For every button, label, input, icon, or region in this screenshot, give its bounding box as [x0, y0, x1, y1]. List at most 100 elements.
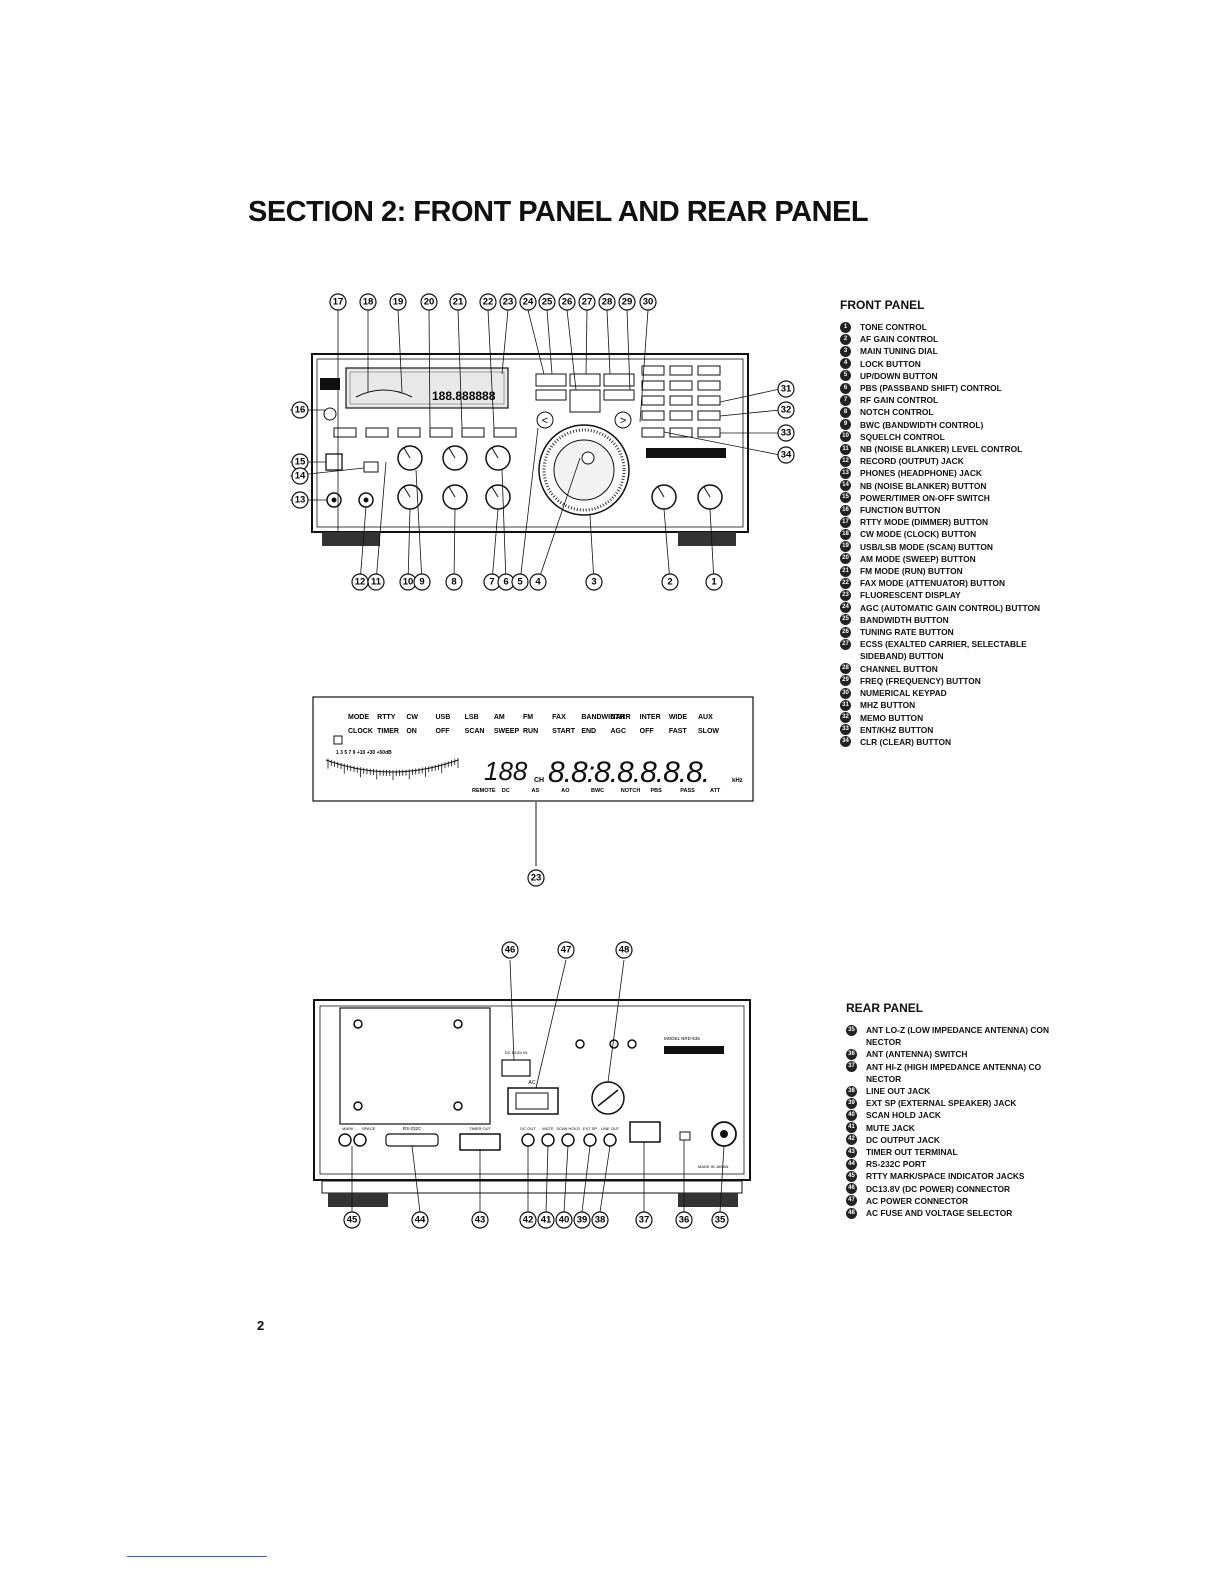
legend-label: ENT/kHz BUTTON — [860, 724, 934, 735]
callout-circle — [639, 293, 657, 311]
callout-circle — [291, 491, 309, 509]
jrc-logo — [320, 378, 340, 390]
legend-number: 33 — [840, 724, 851, 736]
legend-number: 30 — [840, 687, 851, 699]
legend-label: MEMO BUTTON — [860, 712, 924, 723]
callout-number: 31 — [781, 384, 792, 395]
display-indicator: AS — [532, 788, 540, 794]
rear-scan-label: SCAN HOLD — [556, 1126, 579, 1131]
callout-circle — [598, 293, 616, 311]
display-indicator: PBS — [651, 788, 663, 794]
freq-digits: 8.8:8.8.8.8.8. — [548, 756, 709, 789]
legend-label: RS-232C PORT — [866, 1159, 927, 1170]
display-indicator: LSB — [465, 714, 479, 721]
callout-number: 1 — [711, 577, 717, 588]
callout-circle — [519, 293, 537, 311]
legend-label: PHONES (HEADPHONE) JACK — [860, 468, 982, 479]
rear-ext-label: EXT SP — [583, 1126, 597, 1131]
callout-circle — [635, 1211, 653, 1229]
callout-number: 12 — [355, 577, 366, 588]
legend-item: 8 NOTCH CONTROL — [840, 406, 1080, 418]
legend-label: MHz BUTTON — [860, 700, 916, 711]
legend-number: 25 — [840, 614, 851, 626]
function-button-knob — [323, 407, 337, 421]
legend-label: CLR (CLEAR) BUTTON — [860, 736, 952, 747]
callout-number: 27 — [582, 297, 593, 308]
callout-number: 14 — [295, 471, 306, 482]
legend-number: 27 — [840, 638, 851, 650]
legend-label: ANT Lo-Z (LOW IMPEDANCE ANTENNA) CON — [866, 1025, 1049, 1035]
rear-mute-label: MUTE — [542, 1126, 554, 1131]
legend-label: FUNCTION BUTTON — [860, 505, 941, 516]
front-knobs — [397, 445, 723, 510]
channel-digits: 188 — [484, 756, 528, 786]
legend-label: NECTOR — [866, 1037, 902, 1048]
legend-label: NECTOR — [866, 1073, 902, 1084]
legend-label: SCAN HOLD JACK — [866, 1110, 941, 1121]
callout-circle — [537, 1211, 555, 1229]
legend-number: 4 — [840, 358, 851, 370]
svg-text:188.888888: 188.888888 — [432, 389, 496, 403]
display-indicator: WIDE — [669, 714, 688, 721]
legend-label: FREQ (FREQUENCY) BUTTON — [860, 675, 981, 686]
legend-number: 9 — [840, 419, 851, 431]
legend-number: 5 — [840, 370, 851, 382]
legend-number: 39 — [846, 1097, 857, 1109]
legend-number: 19 — [840, 541, 851, 553]
rear-space-label: SPACE — [362, 1126, 376, 1131]
display-indicator: ATT — [710, 788, 721, 794]
callout-number: 23 — [503, 297, 514, 308]
legend-label: TIMER OUT TERMINAL — [866, 1147, 958, 1158]
callout-circle — [777, 446, 795, 464]
callout-number: 29 — [622, 297, 633, 308]
legend-number: 24 — [840, 602, 851, 614]
callout-number: 26 — [562, 297, 573, 308]
legend-label: FM MODE (RUN) BUTTON — [860, 566, 963, 577]
legend-label: AC POWER CONNECTOR — [866, 1195, 969, 1206]
front-foot-left — [322, 532, 380, 546]
display-indicator: FM — [523, 714, 533, 721]
legend-number: 17 — [840, 516, 851, 528]
rear-foot-right — [678, 1193, 738, 1207]
display-indicator: USB — [436, 714, 451, 721]
legend-number: 7 — [840, 394, 851, 406]
callout-number: 3 — [591, 577, 596, 588]
front-mode-buttons — [333, 427, 517, 438]
legend-label: NOTCH CONTROL — [860, 407, 934, 418]
callout-circle — [555, 1211, 573, 1229]
legend-item: 33 ENT/kHz BUTTON — [840, 724, 1080, 736]
legend-number: 38 — [846, 1085, 857, 1097]
legend-number: 32 — [840, 712, 851, 723]
svg-text:<: < — [542, 415, 548, 427]
callout-number: 30 — [643, 297, 654, 308]
legend-number: 22 — [840, 577, 851, 589]
callout-number: 42 — [523, 1215, 534, 1226]
legend-number: 8 — [840, 406, 851, 418]
legend-label: TUNING RATE BUTTON — [860, 627, 954, 638]
legend-number: 23 — [840, 589, 851, 601]
display-indicator: FAX — [552, 714, 566, 721]
callout-number: 10 — [403, 577, 414, 588]
legend-number: 10 — [840, 431, 851, 443]
legend-label: PBS (PASSBAND SHIFT) CONTROL — [860, 383, 1002, 394]
display-indicator: MODE — [348, 714, 369, 721]
